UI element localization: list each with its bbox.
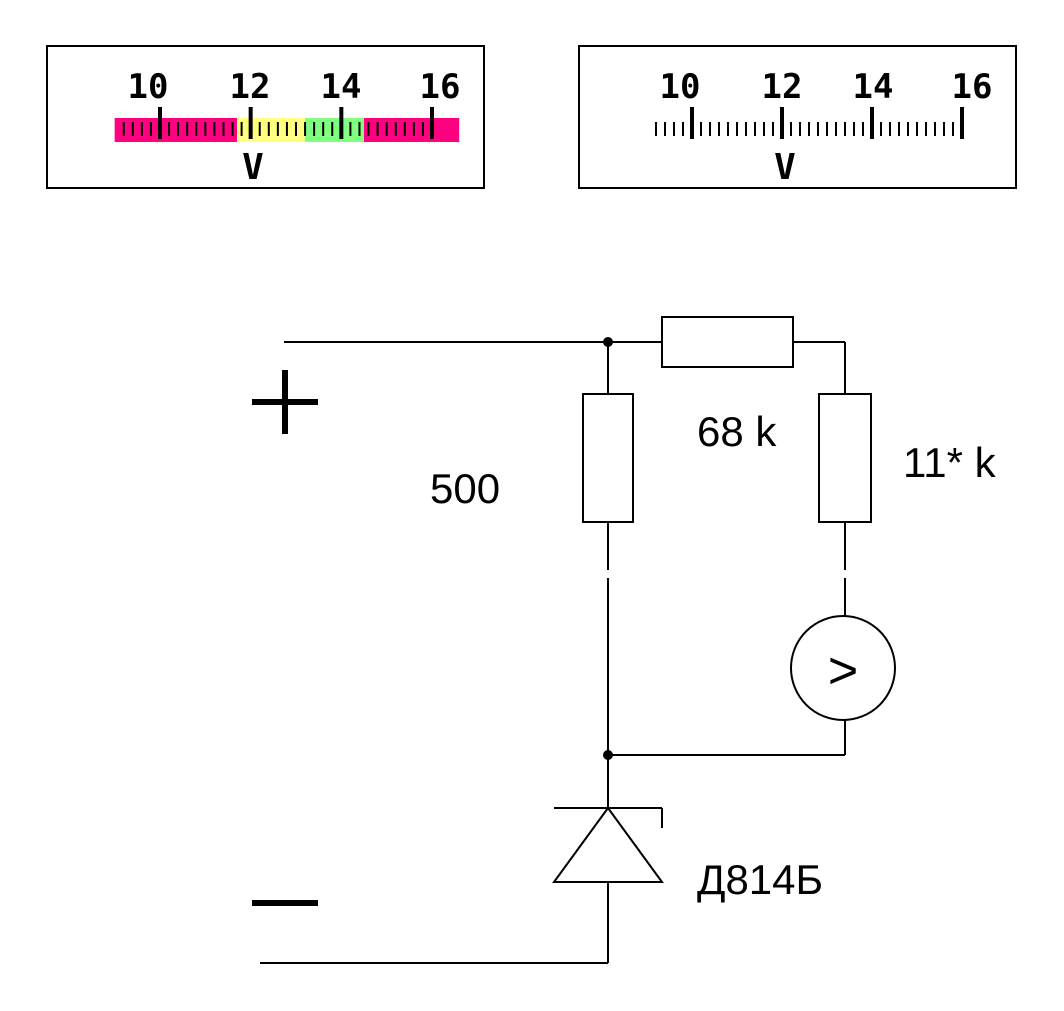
meter-zone [114,118,238,142]
meter-frame [46,45,485,189]
unit-label: V [242,147,264,188]
zener-label: Д814Б [697,856,823,903]
voltmeter-circle [790,615,896,721]
meter-ticks [122,107,434,139]
tick-label: 10 [128,67,169,107]
meter-color-zones [114,118,460,142]
meter-frame [578,45,1017,189]
junction-dot [603,337,613,347]
resistor-trim [818,393,872,523]
meter-ticks [655,107,964,139]
plus-terminal [252,370,318,434]
resistor-shunt [582,393,634,523]
resistor-series [661,316,794,368]
tick-label: 14 [321,67,362,107]
meter-scale-plain: 10 12 14 16 V [578,45,1017,189]
tick-label: 10 [660,67,701,107]
meter-scale-colored: 10 12 14 16 V [46,45,485,189]
voltmeter-symbol: > [828,642,858,700]
voltmeter: > [790,615,896,721]
zener-diode [552,806,664,883]
meter-zone [364,118,460,142]
shunt-resistor-label: 500 [430,465,500,512]
tick-label: 12 [230,67,271,107]
series-resistor-label: 68 k [697,408,777,455]
junction-dot [603,750,613,760]
tick-label: 16 [952,67,993,107]
zener-triangle [552,806,664,883]
tick-label: 14 [853,67,894,107]
trim-resistor-label: 11* k [903,439,997,486]
meter-zone [237,118,306,142]
unit-label: V [774,147,796,188]
circuit-wires [260,341,846,964]
tick-label: 12 [762,67,803,107]
tick-label: 16 [420,67,461,107]
